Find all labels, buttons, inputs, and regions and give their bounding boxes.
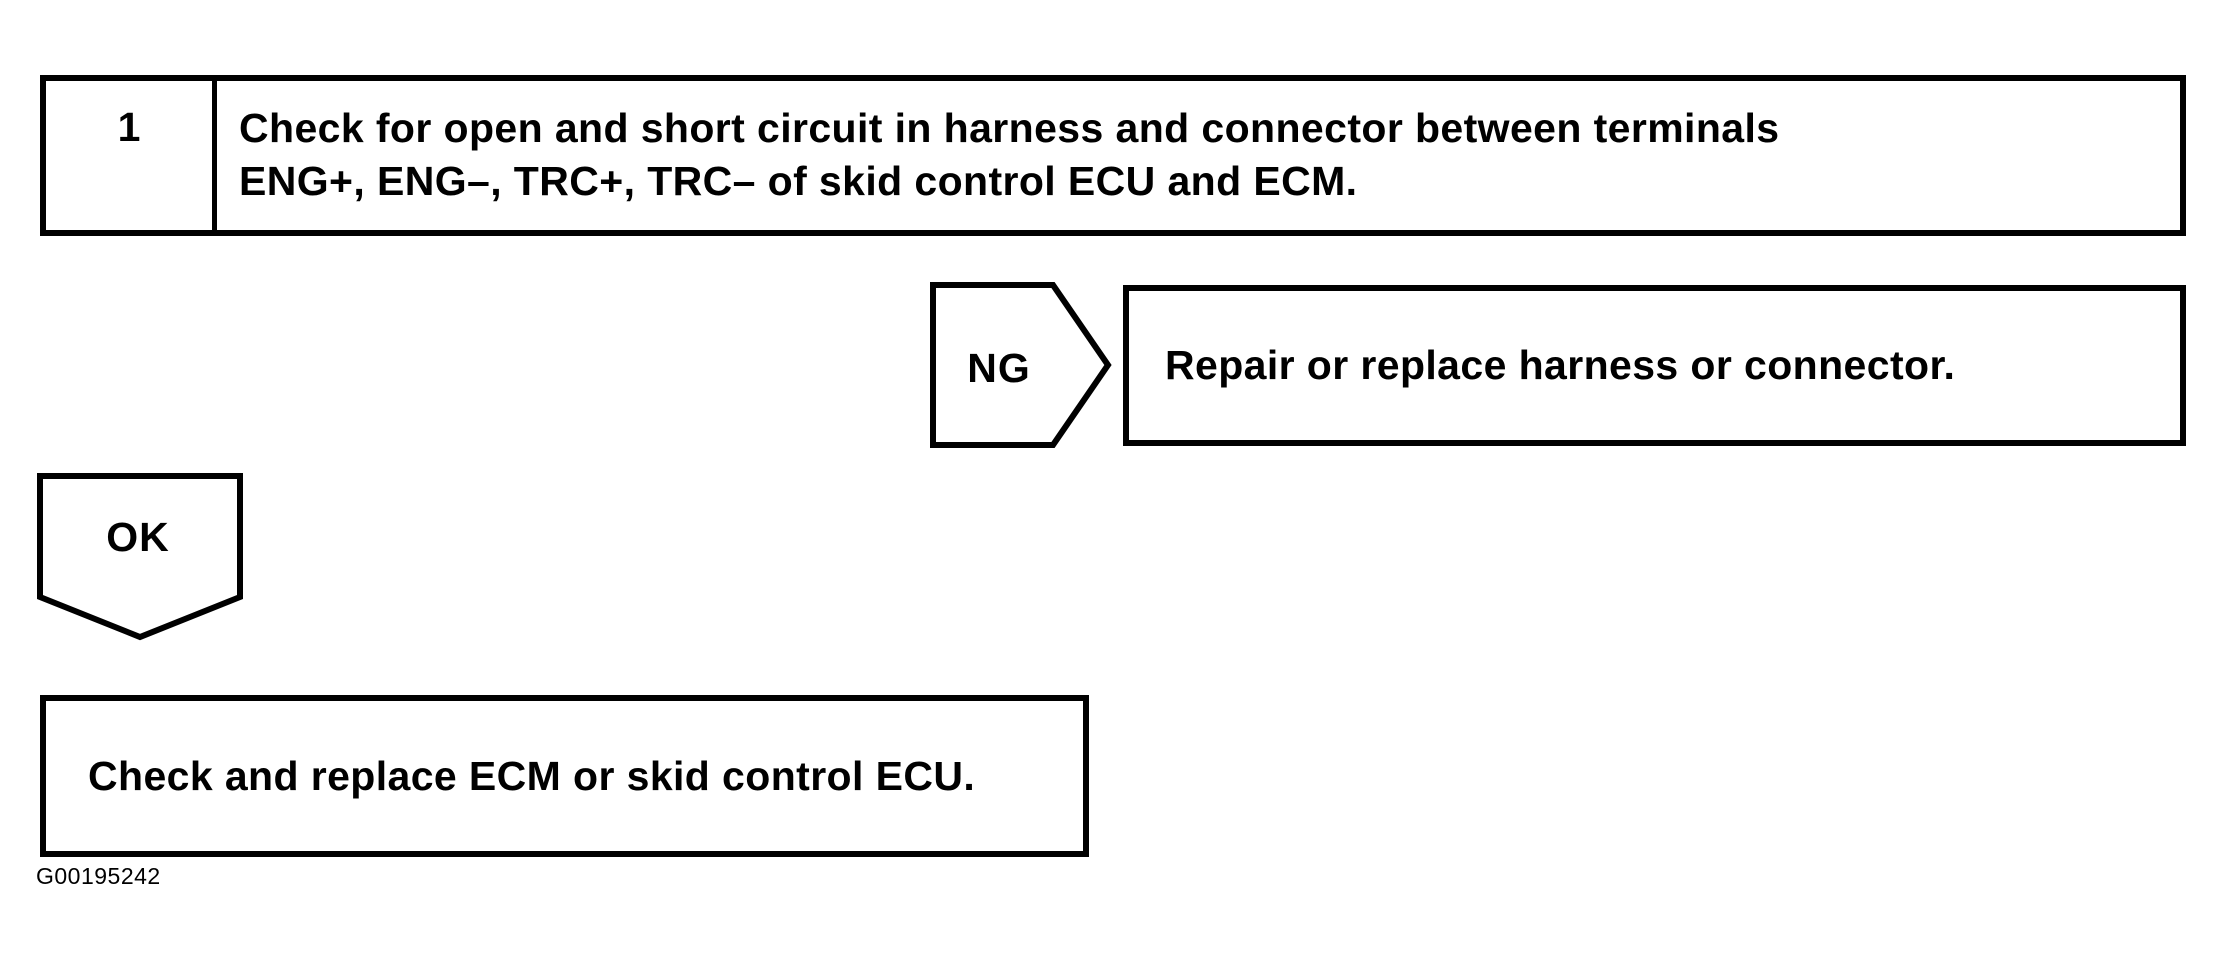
ng-pentagon-outline [930, 282, 1112, 448]
ok-result-box: Check and replace ECM or skid control EC… [40, 695, 1089, 857]
ng-result-box: Repair or replace harness or connector. [1123, 285, 2186, 446]
step-instruction: Check for open and short circuit in harn… [217, 81, 1798, 230]
ok-result-text: Check and replace ECM or skid control EC… [88, 752, 976, 799]
step-instruction-line-2: ENG+, ENG–, TRC+, TRC– of skid control E… [239, 158, 1358, 204]
step-1-box: 1 Check for open and short circuit in ha… [40, 75, 2186, 236]
figure-id: G00195242 [36, 863, 161, 889]
step-number: 1 [117, 104, 141, 150]
ng-connector-label: NG [967, 345, 1031, 391]
ok-pentagon-outline [37, 473, 243, 641]
ok-connector-label: OK [106, 514, 170, 560]
step-instruction-line-1: Check for open and short circuit in harn… [239, 105, 1780, 151]
ng-result-text: Repair or replace harness or connector. [1165, 342, 1956, 388]
ng-connector-shape [930, 282, 1112, 448]
step-number-cell: 1 [46, 81, 217, 230]
ok-connector-shape [37, 473, 243, 641]
